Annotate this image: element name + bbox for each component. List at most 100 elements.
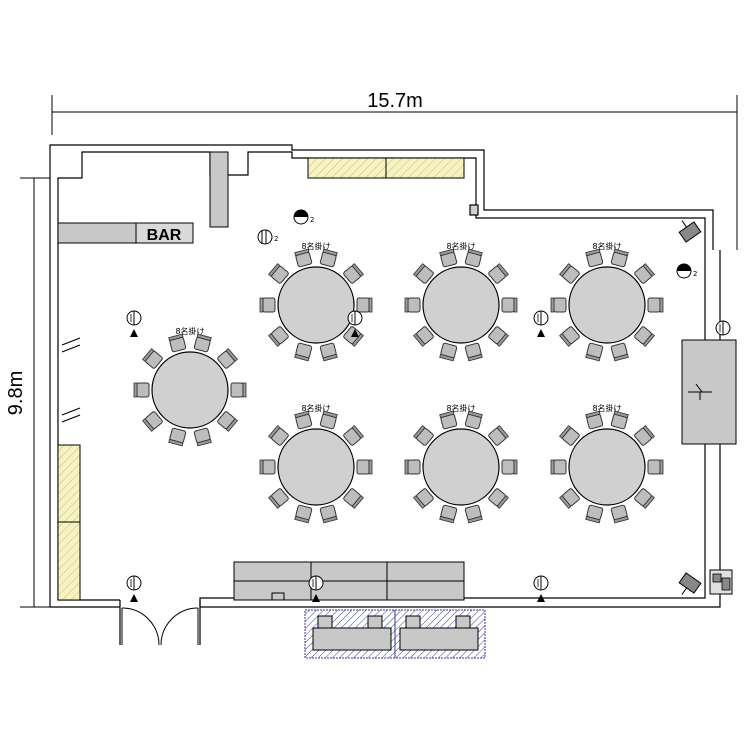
chair: [294, 248, 313, 268]
table-capacity-label: 8名掛け: [592, 241, 621, 251]
chair: [193, 427, 212, 447]
chair: [343, 263, 364, 284]
chair: [488, 488, 509, 509]
width-label: 15.7m: [367, 90, 423, 112]
chair: [356, 459, 373, 475]
chair: [133, 382, 150, 398]
chair: [585, 248, 604, 268]
stage: [681, 339, 737, 445]
chair: [268, 425, 289, 446]
chair: [464, 410, 483, 430]
chair: [559, 263, 580, 284]
chair: [217, 348, 238, 369]
chair: [464, 504, 483, 524]
chair: [585, 410, 604, 430]
chair: [142, 411, 163, 432]
chair: [439, 504, 458, 524]
chair: [439, 410, 458, 430]
height-dimension: 9.8m: [5, 177, 50, 608]
round-table: [277, 266, 355, 344]
round-table-group: 8名掛け: [550, 241, 664, 362]
round-table: [422, 428, 500, 506]
chair: [559, 425, 580, 446]
chair: [464, 342, 483, 362]
chair: [268, 326, 289, 347]
chair: [559, 326, 580, 347]
chair: [319, 342, 338, 362]
pillar: [209, 151, 229, 228]
chair: [439, 248, 458, 268]
round-table-group: 8名掛け: [259, 241, 373, 362]
light-stand-icon: [715, 320, 731, 336]
spotlight-icon: 2: [293, 209, 314, 225]
table-capacity-label: 8名掛け: [592, 403, 621, 413]
light-stand-icon: [126, 575, 142, 602]
chair: [294, 342, 313, 362]
chair: [217, 411, 238, 432]
spotlight-icon: 2: [676, 263, 697, 279]
chair: [343, 488, 364, 509]
chair: [168, 427, 187, 447]
chair: [488, 425, 509, 446]
top-window: [307, 157, 465, 179]
left-window: [57, 444, 81, 601]
round-table-group: 8名掛け: [259, 403, 373, 524]
chair: [647, 297, 664, 313]
walls: [49, 144, 721, 645]
chair: [610, 504, 629, 524]
chair: [193, 333, 212, 353]
light-stand-icon: [347, 310, 363, 337]
round-table: [568, 428, 646, 506]
table-capacity-label: 8名掛け: [301, 403, 330, 413]
chair: [404, 459, 421, 475]
bar-label: BAR: [147, 227, 182, 244]
chair: [268, 263, 289, 284]
chair: [259, 459, 276, 475]
round-table: [277, 428, 355, 506]
chair: [230, 382, 247, 398]
round-table: [151, 351, 229, 429]
chair: [268, 488, 289, 509]
chair: [404, 297, 421, 313]
chair: [343, 425, 364, 446]
light-stand-icon: [533, 575, 549, 602]
chair: [585, 504, 604, 524]
chair: [585, 342, 604, 362]
chair: [319, 410, 338, 430]
round-table: [568, 266, 646, 344]
chair: [439, 342, 458, 362]
light-stand-icon: [308, 575, 324, 602]
round-table-group: 8名掛け: [550, 403, 664, 524]
bar-counter: BAR: [57, 222, 194, 244]
chair: [464, 248, 483, 268]
light-number: 2: [310, 216, 314, 224]
table-capacity-label: 8名掛け: [301, 241, 330, 251]
chair: [294, 410, 313, 430]
spotlight-icon: 2: [257, 229, 278, 245]
light-number: 2: [274, 235, 278, 243]
chair: [413, 425, 434, 446]
bottom-counter: [233, 561, 465, 601]
chair: [142, 348, 163, 369]
chair: [488, 263, 509, 284]
chair: [413, 326, 434, 347]
chair: [319, 504, 338, 524]
chair: [259, 297, 276, 313]
chair: [356, 297, 373, 313]
entrance-door: [121, 607, 199, 646]
outdoor-stage: [304, 609, 486, 659]
chair: [319, 248, 338, 268]
chair: [610, 248, 629, 268]
light-number: 2: [693, 270, 697, 278]
chair: [559, 488, 580, 509]
chair: [413, 488, 434, 509]
light-stand-icon: [126, 310, 142, 337]
height-label: 9.8m: [5, 371, 27, 415]
chair: [168, 333, 187, 353]
speaker-icon: [678, 572, 702, 595]
chair: [501, 459, 518, 475]
chair: [550, 459, 567, 475]
round-table-group: 8名掛け: [404, 403, 518, 524]
width-dimension: 15.7m: [51, 90, 738, 250]
chair: [634, 326, 655, 347]
